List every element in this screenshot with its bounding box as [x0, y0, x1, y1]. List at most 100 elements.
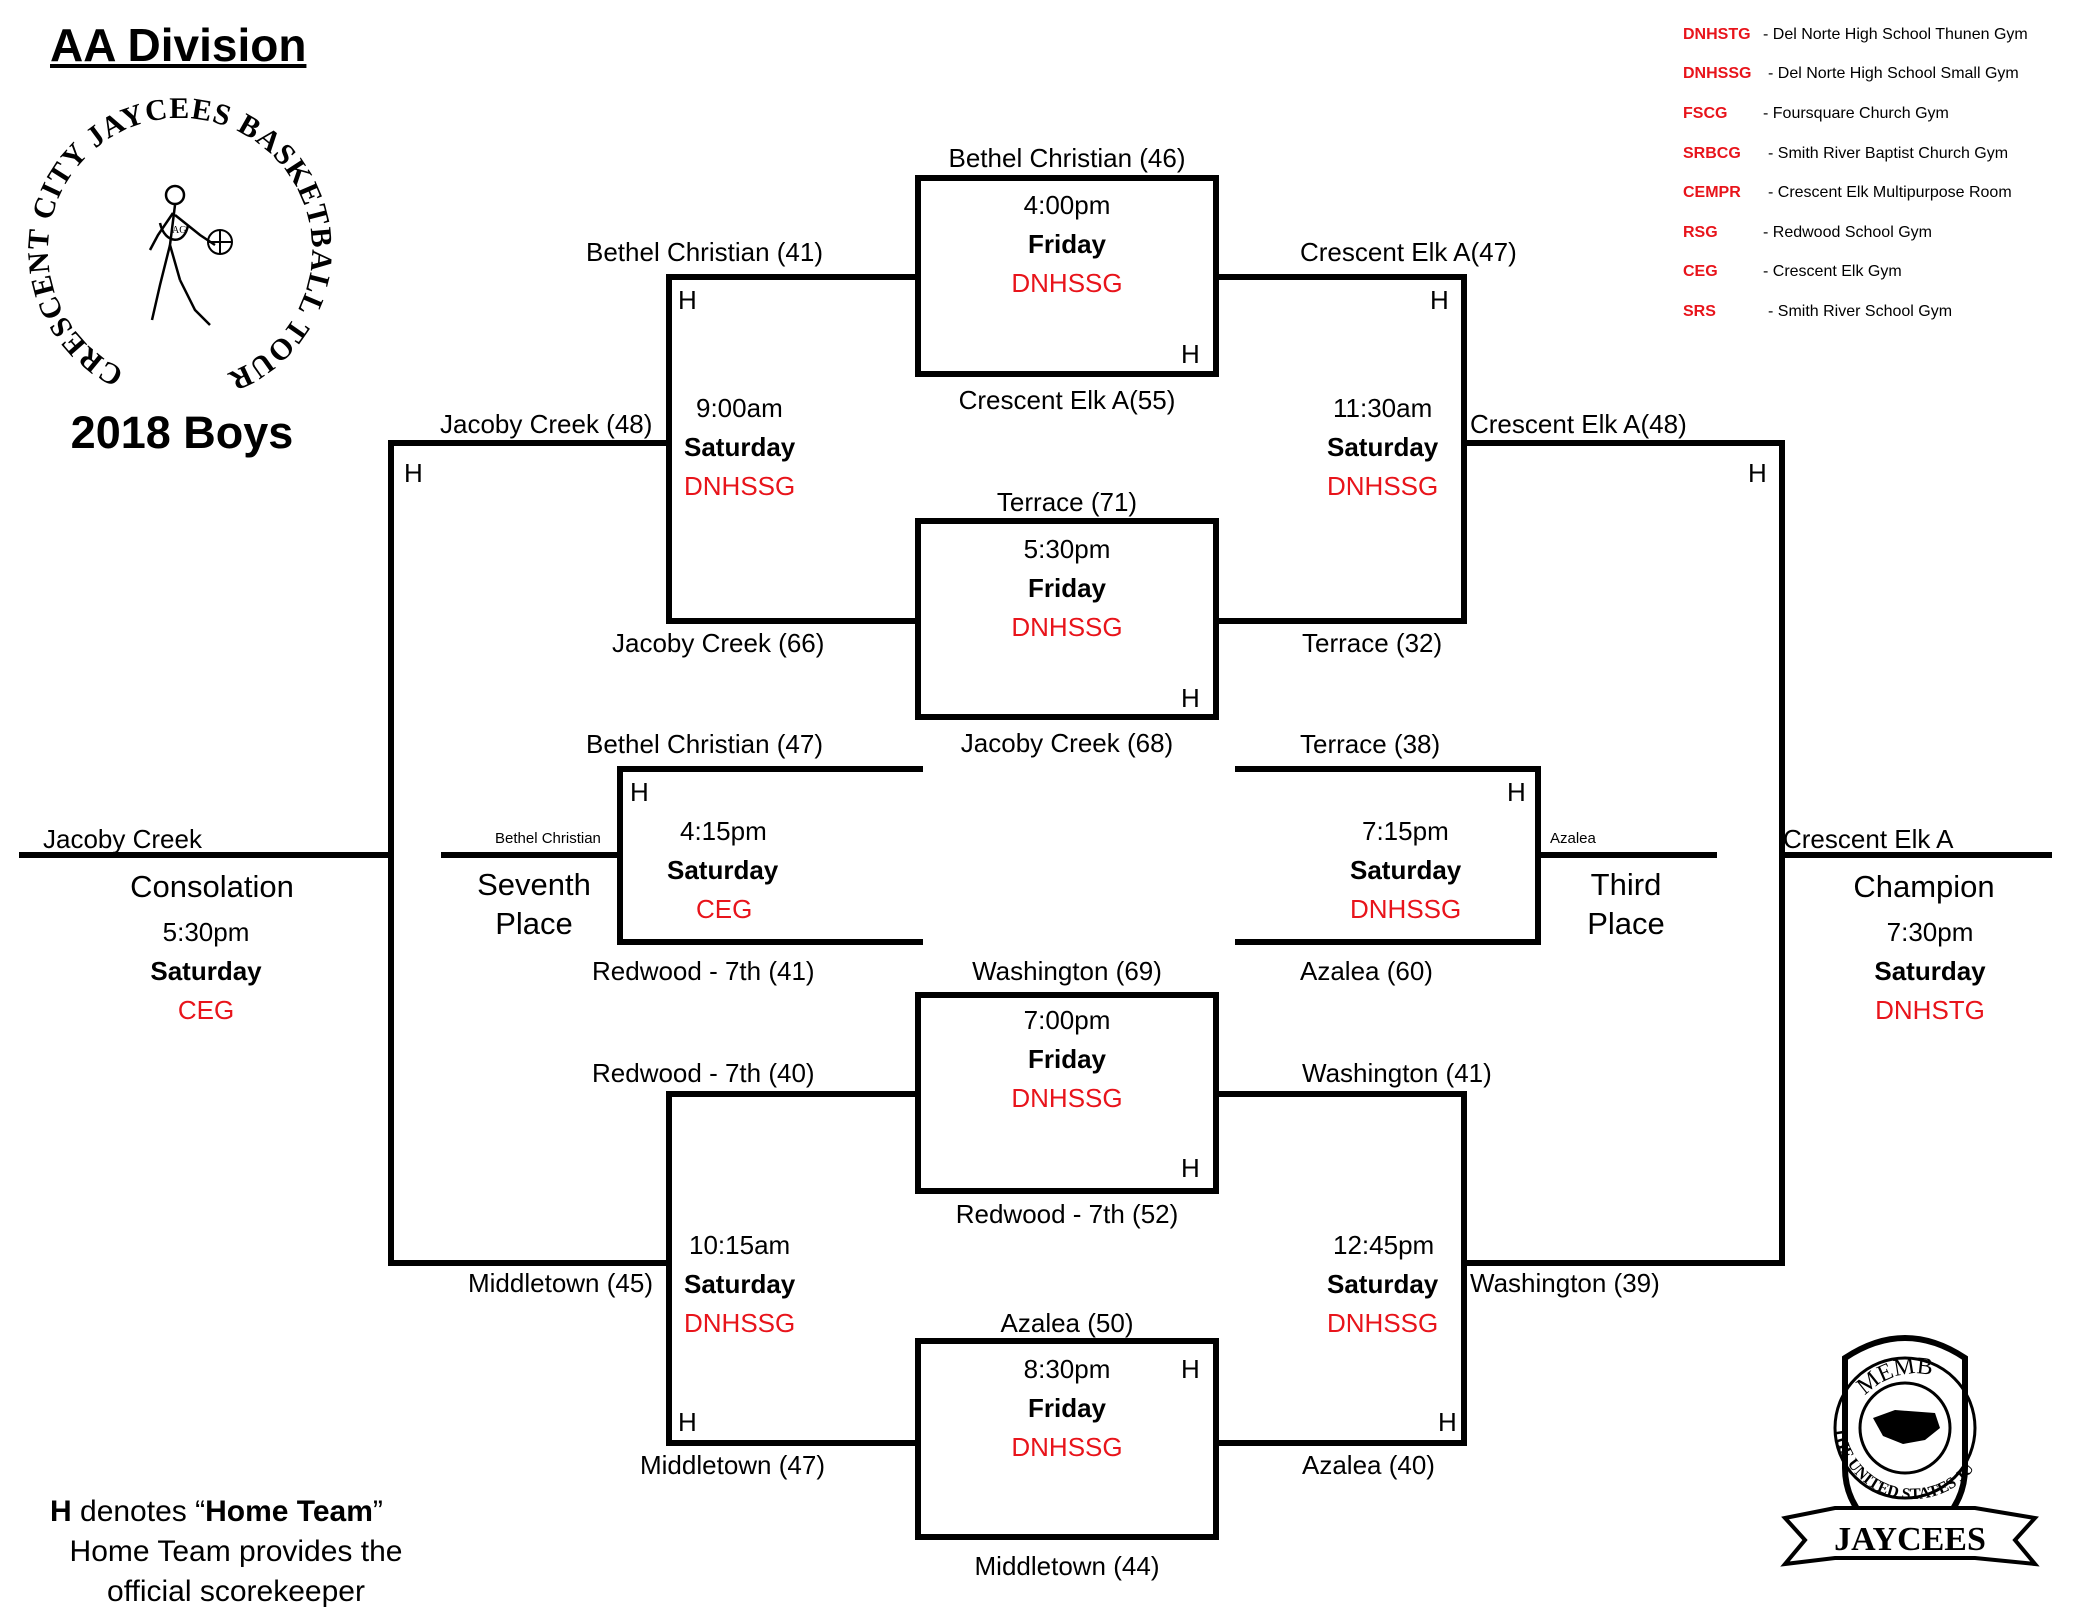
usa-map-icon: [1873, 1410, 1940, 1444]
g2-bottom-team: Jacoby Creek (68): [960, 728, 1174, 758]
g2-top-team: Terrace (71): [996, 487, 1138, 517]
legend-code: CEMPR: [1683, 184, 1741, 201]
legend-code: SRBCG: [1683, 145, 1741, 162]
consolation-time: 5:30pm: [162, 917, 250, 947]
sf-left-top-bottom-team: Jacoby Creek (66): [612, 628, 825, 658]
consolation-top-team: Jacoby Creek (48): [440, 409, 653, 439]
sf-left-bottom-bottom-team: Middletown (47): [640, 1450, 825, 1480]
sf-left-bottom-time: 10:15am: [689, 1230, 791, 1260]
consolation-bottom-team: Middletown (45): [468, 1268, 653, 1298]
jaycees-banner: JAYCEES: [1834, 1521, 1986, 1558]
legend-code: CEG: [1683, 263, 1718, 280]
legend-desc: - Smith River School Gym: [1768, 303, 1953, 320]
tournament-logo: CRESCENT CITY JAYCEES BASKETBALL TOURNAM…: [20, 95, 337, 398]
g3-top-team: Washington (69): [972, 956, 1162, 986]
sf-right-bottom-bottom-team: Azalea (40): [1302, 1450, 1435, 1480]
seventh-bottom-team: Redwood - 7th (41): [592, 956, 815, 986]
home-marker: H: [630, 777, 649, 807]
consolation-winner: Jacoby Creek: [43, 824, 202, 854]
legend-code: DNHSSG: [1683, 65, 1752, 82]
sf-right-bottom-time: 12:45pm: [1333, 1230, 1435, 1260]
champion-label: Champion: [1853, 869, 1995, 904]
g2-day: Friday: [1027, 573, 1107, 603]
champion-day: Saturday: [1874, 956, 1986, 986]
division-title: AA Division: [50, 19, 307, 71]
bracket-sf-left-bottom: [666, 1091, 921, 1446]
home-marker: H: [1181, 339, 1200, 369]
sf-right-top-day: Saturday: [1327, 432, 1439, 462]
g4-bottom-team: Middletown (44): [974, 1551, 1160, 1581]
svg-text:AG: AG: [172, 225, 186, 236]
seventh-label-2: Place: [495, 906, 573, 941]
consolation-day: Saturday: [150, 956, 262, 986]
third-time: 7:15pm: [1362, 816, 1449, 846]
legend-code: DNHSTG: [1683, 26, 1751, 43]
third-top-team: Terrace (38): [1300, 729, 1441, 759]
third-label-2: Place: [1587, 906, 1665, 941]
sf-right-top-time: 11:30am: [1333, 393, 1433, 423]
home-marker: H: [1181, 1153, 1200, 1183]
g3-bottom-team: Redwood - 7th (52): [955, 1199, 1179, 1229]
g1-bottom-team: Crescent Elk A(55): [958, 385, 1176, 415]
basketball-player-icon: [148, 184, 216, 326]
bracket-sf-left-top: [666, 274, 921, 624]
g4-day: Friday: [1027, 1393, 1107, 1423]
seventh-time: 4:15pm: [680, 816, 767, 846]
note-h: H: [50, 1495, 72, 1528]
consolation-label: Consolation: [130, 869, 294, 904]
sf-left-bottom-site: DNHSSG: [684, 1308, 796, 1338]
note-end: ”: [372, 1495, 383, 1528]
g4-site: DNHSSG: [1011, 1432, 1123, 1462]
champion-bottom-team: Washington (39): [1470, 1268, 1660, 1298]
sf-left-bottom-top-team: Redwood - 7th (40): [592, 1058, 815, 1088]
legend-desc: - Del Norte High School Small Gym: [1768, 65, 2019, 82]
g1-day: Friday: [1027, 229, 1107, 259]
champion-time: 7:30pm: [1886, 917, 1974, 947]
home-marker: H: [1438, 1407, 1457, 1437]
home-marker: H: [1507, 777, 1526, 807]
jaycees-member-logo: MEMBER THE UNITED STATES JUNIOR CHAMBER …: [1775, 1318, 2040, 1567]
third-day: Saturday: [1350, 855, 1462, 885]
note-text: denotes “: [71, 1495, 206, 1528]
legend-desc: - Crescent Elk Gym: [1763, 263, 1902, 280]
third-winner: Azalea: [1550, 830, 1596, 847]
g2-site: DNHSSG: [1011, 612, 1123, 642]
note-home-team: Home Team: [205, 1495, 373, 1528]
legend-desc: - Del Norte High School Thunen Gym: [1763, 26, 2028, 43]
sf-right-bottom-site: DNHSSG: [1327, 1308, 1439, 1338]
legend-desc: - Foursquare Church Gym: [1763, 105, 1949, 122]
home-marker: H: [404, 458, 423, 488]
seventh-day: Saturday: [667, 855, 779, 885]
tournament-subtitle: 2018 Boys: [70, 407, 294, 458]
legend-code: FSCG: [1683, 105, 1728, 122]
game-box-g4: [915, 1338, 1219, 1540]
champion-site: DNHSTG: [1875, 995, 1985, 1025]
bracket-sf-right-top: [1213, 274, 1467, 624]
g3-day: Friday: [1027, 1044, 1107, 1074]
home-marker: H: [678, 285, 697, 315]
home-marker: H: [1181, 683, 1200, 713]
legend-desc: - Crescent Elk Multipurpose Room: [1768, 184, 2012, 201]
bracket-sf-right-bottom: [1213, 1091, 1467, 1446]
g2-time: 5:30pm: [1023, 534, 1111, 564]
note-line-3: official scorekeeper: [107, 1575, 365, 1608]
legend-desc: - Redwood School Gym: [1763, 224, 1932, 241]
seventh-site: CEG: [696, 894, 753, 924]
home-team-note: H denotes “Home Team”: [50, 1497, 383, 1527]
sf-left-bottom-day: Saturday: [684, 1269, 796, 1299]
sf-right-bottom-top-team: Washington (41): [1302, 1058, 1492, 1088]
g4-top-team: Azalea (50): [1000, 1308, 1134, 1338]
champion-winner: Crescent Elk A: [1783, 824, 1954, 854]
sf-right-top-bottom-team: Terrace (32): [1302, 628, 1443, 658]
sf-right-bottom-day: Saturday: [1327, 1269, 1439, 1299]
home-marker: H: [678, 1407, 697, 1437]
logo-ring-text: CRESCENT CITY JAYCEES BASKETBALL TOURNAM…: [20, 95, 337, 398]
third-label-1: Third: [1590, 867, 1662, 902]
seventh-label-1: Seventh: [477, 867, 591, 902]
home-marker: H: [1181, 1354, 1200, 1384]
g1-site: DNHSSG: [1011, 268, 1123, 298]
sf-right-top-top-team: Crescent Elk A(47): [1300, 237, 1517, 267]
consolation-site: CEG: [177, 995, 235, 1025]
g4-time: 8:30pm: [1023, 1354, 1111, 1384]
basketball-icon: [207, 229, 233, 255]
